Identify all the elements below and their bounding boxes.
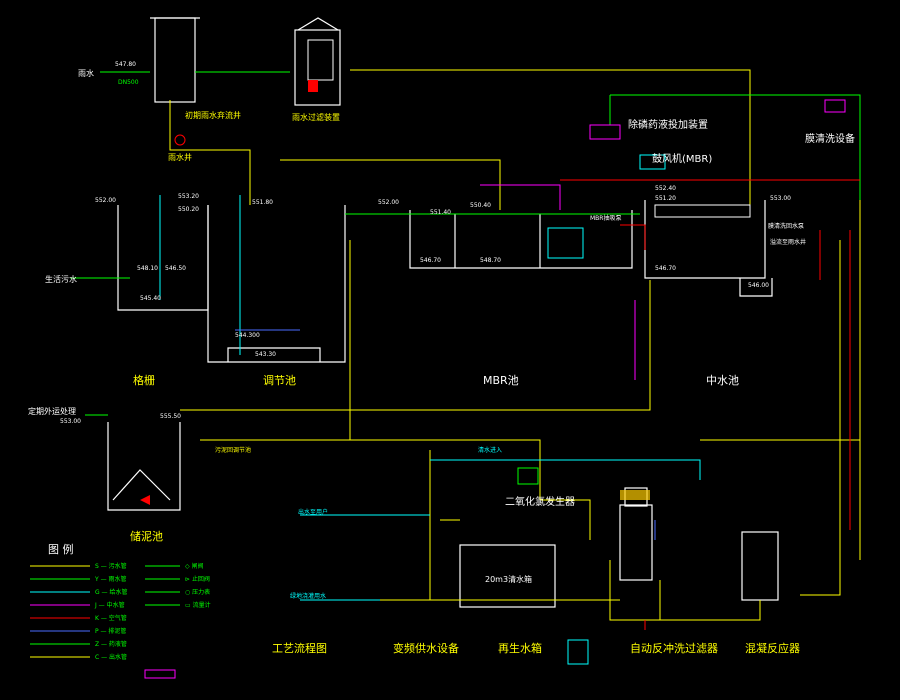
elev: 551.40	[430, 209, 451, 216]
legend-item: Y — 雨水管	[94, 575, 126, 583]
legend-item: K — 空气管	[95, 614, 127, 622]
elev: 552.40	[655, 185, 676, 192]
note-mbr-pump: MBR抽吸泵	[590, 214, 621, 222]
rain-pit-icon	[174, 134, 186, 146]
unit-rain-pit: 雨水井	[168, 152, 192, 162]
elev: 552.00	[378, 199, 399, 206]
elev: 543.30	[255, 351, 276, 358]
title-process: 工艺流程图	[272, 641, 327, 655]
legend-item: ⊳ 止回阀	[185, 575, 210, 583]
membrane-clean-icon	[824, 99, 846, 113]
legend-col-2: ◇ 闸阀 ⊳ 止回阀 ○ 压力表 ▭ 流量计	[144, 562, 211, 679]
sludge-pump-icon	[140, 495, 150, 505]
elev: 550.20	[178, 206, 199, 213]
elev: 553.00	[770, 195, 791, 202]
elev: 546.50	[165, 265, 186, 272]
grille-tank	[117, 205, 209, 311]
unit-sludge: 储泥池	[130, 529, 163, 543]
elev: 546.00	[748, 282, 769, 289]
note-dn500: DN500	[118, 79, 139, 86]
mbr-module-icon	[547, 227, 584, 259]
pump-set-icon	[567, 639, 589, 665]
legend-item: S — 污水管	[95, 562, 127, 570]
unit-rain-filter: 雨水过滤装置	[292, 112, 340, 122]
regulating-tank	[207, 205, 346, 363]
dosing-device-icon	[589, 124, 621, 140]
title-pump-set: 变频供水设备	[393, 641, 459, 655]
legend-item: ◇ 闸阀	[185, 562, 204, 570]
legend-item: Z — 药液管	[95, 640, 127, 648]
unit-reclaimed: 中水池	[706, 374, 739, 387]
legend-item: J — 中水管	[94, 601, 125, 609]
title-coag: 混凝反应器	[745, 641, 800, 655]
water-tank-structure	[459, 544, 556, 608]
coag-reactor-structure	[741, 531, 779, 601]
elev: 544.300	[235, 332, 260, 339]
unit-chlorine: 二氧化氯发生器	[505, 495, 575, 508]
labels: 初期雨水弃流井 雨水过滤装置 雨水井 除磷药液投加装置 鼓风机(MBR) 膜清洗…	[28, 68, 855, 655]
note-sludge-out: 污泥回调节池	[215, 446, 251, 454]
elev: 548.70	[480, 257, 501, 264]
title-tank: 再生水箱	[498, 641, 542, 655]
unit-mbr: MBR池	[483, 374, 519, 387]
legend-item: C — 出水管	[95, 653, 127, 661]
legend-item: G — 给水管	[95, 588, 127, 596]
title-auto-filter: 自动反冲洗过滤器	[630, 641, 718, 655]
note-recycle: 清水进入	[478, 446, 502, 454]
elev: 553.20	[178, 193, 199, 200]
note-domestic-in: 生活污水	[45, 274, 77, 284]
note-rain-in: 雨水	[78, 68, 94, 78]
auto-filter-structure	[619, 504, 653, 581]
elev: 551.80	[252, 199, 273, 206]
elev: 550.40	[470, 202, 491, 209]
unit-grille: 格栅	[133, 373, 155, 387]
legend-col-1	[30, 565, 90, 658]
legend-col-1-text: S — 污水管 Y — 雨水管 G — 给水管 J — 中水管 K — 空气管 …	[94, 562, 127, 661]
unit-membrane-clean: 膜清洗设备	[805, 132, 855, 145]
elev: 552.00	[95, 197, 116, 204]
legend-item: ○ 压力表	[185, 588, 210, 596]
unit-water-tank: 20m3清水箱	[485, 574, 532, 584]
note-to-green: 绿地浇灌用水	[290, 592, 326, 600]
unit-dosing: 除磷药液投加装置	[628, 118, 708, 131]
sludge-tank	[107, 422, 181, 511]
unit-blower: 鼓风机(MBR)	[652, 152, 712, 165]
structures	[107, 17, 779, 608]
elev: 545.40	[140, 295, 161, 302]
legend: 图 例 S — 污水管 Y — 雨水管 G — 给水管 J — 中水管 K — …	[30, 542, 211, 679]
equipment	[140, 39, 846, 665]
membrane-rack-icon	[654, 204, 751, 218]
elev: 551.20	[655, 195, 676, 202]
rain-filter-structure	[294, 29, 341, 106]
elev: 546.70	[420, 257, 441, 264]
blower-icon	[639, 154, 666, 170]
elev: 547.80	[115, 61, 136, 68]
chlorine-generator-icon	[517, 467, 539, 485]
legend-title: 图 例	[48, 542, 74, 556]
note-regular-out: 定期外运处理	[28, 406, 76, 416]
elev: 548.10	[137, 265, 158, 272]
legend-item: ▭ 流量计	[185, 601, 211, 609]
elev: 546.70	[655, 265, 676, 272]
pipes	[70, 69, 861, 630]
note-to-user: 出水至用户	[298, 508, 328, 516]
note-overflow: 溢流至雨水井	[770, 238, 806, 246]
rain-filter-icon	[307, 39, 334, 81]
elev: 553.00	[60, 418, 81, 425]
unit-regulating: 调节池	[263, 374, 296, 387]
unit-rain-well: 初期雨水弃流井	[185, 110, 241, 120]
rain-well-structure	[154, 17, 196, 103]
elev: 555.50	[160, 413, 181, 420]
note-mbr-cleanpump: 膜清洗回水泵	[768, 222, 804, 230]
mbr-tank	[409, 210, 633, 269]
elevations: 547.80 552.00 553.20 550.20 548.10 546.5…	[60, 61, 791, 425]
legend-item: P — 排泥管	[95, 627, 126, 635]
